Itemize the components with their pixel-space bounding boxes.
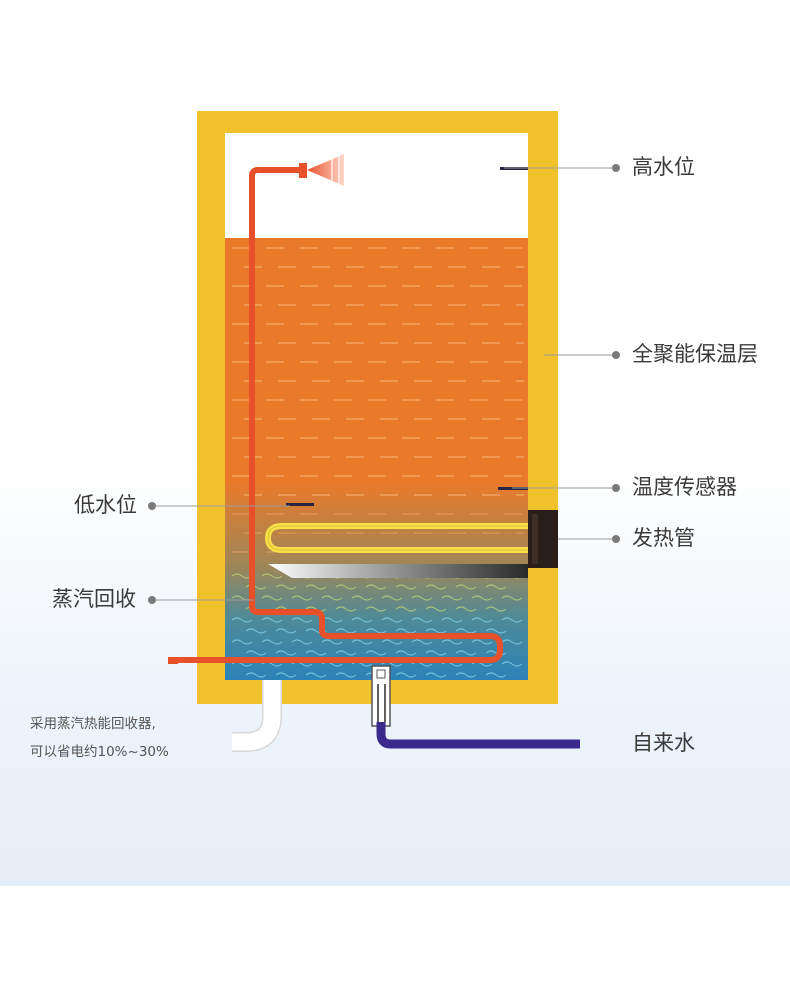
- water-wave: [425, 584, 447, 590]
- water-wave: [261, 617, 283, 623]
- water-wave: [441, 595, 463, 601]
- water-wave: [441, 617, 463, 623]
- water-wave: [365, 606, 387, 612]
- water-wave: [335, 672, 357, 678]
- water-wave: [275, 584, 297, 590]
- water-wave: [425, 672, 447, 678]
- water-wave: [245, 584, 267, 590]
- water-wave: [485, 584, 507, 590]
- tank-air-space: [225, 133, 528, 238]
- water-wave: [471, 617, 493, 623]
- note-line-1: 采用蒸汽热能回收器,: [30, 716, 156, 732]
- water-wave: [471, 595, 493, 601]
- water-wave: [245, 628, 267, 634]
- water-wave: [261, 639, 283, 645]
- water-wave: [335, 606, 357, 612]
- leader-lines: [152, 167, 616, 601]
- water-wave: [365, 650, 387, 656]
- water-wave: [351, 617, 373, 623]
- label-temp-sensor: 温度传感器: [632, 475, 737, 499]
- water-wave: [395, 584, 417, 590]
- spray-nozzle: [307, 154, 344, 186]
- water-wave: [485, 650, 507, 656]
- water-wave: [245, 672, 267, 678]
- note-line-2: 可以省电约10%~30%: [30, 744, 169, 760]
- water-wave: [395, 650, 417, 656]
- tap-water-inlet-pipe: [376, 722, 580, 749]
- water-wave: [275, 650, 297, 656]
- water-wave: [335, 584, 357, 590]
- label-heating-tube: 发热管: [632, 526, 695, 550]
- water-wave: [501, 661, 523, 667]
- water-wave: [305, 606, 327, 612]
- steam-recovery-pipe: [170, 167, 503, 663]
- spray-nozzle-cap: [299, 163, 307, 178]
- water-wave: [485, 606, 507, 612]
- water-wave: [275, 628, 297, 634]
- water-wave: [395, 628, 417, 634]
- water-wave: [351, 639, 373, 645]
- water-wave: [275, 672, 297, 678]
- water-wave: [455, 606, 477, 612]
- water-wave: [231, 617, 253, 623]
- inlet-fitting: [371, 665, 391, 727]
- water-wave: [381, 639, 403, 645]
- water-wave: [305, 672, 327, 678]
- water-wave: [501, 595, 523, 601]
- water-wave: [321, 595, 343, 601]
- water-wave: [425, 606, 447, 612]
- water-wave: [305, 584, 327, 590]
- label-tap-water: 自来水: [632, 731, 695, 755]
- water-wave: [261, 573, 283, 579]
- water-wave: [455, 628, 477, 634]
- tank-water: [225, 238, 528, 680]
- water-wave: [485, 672, 507, 678]
- water-wave: [335, 650, 357, 656]
- water-waves: [231, 573, 523, 678]
- water-wave: [365, 584, 387, 590]
- water-wave: [425, 650, 447, 656]
- water-wave: [381, 617, 403, 623]
- water-wave: [425, 628, 447, 634]
- water-wave: [291, 639, 313, 645]
- water-wave: [381, 595, 403, 601]
- water-wave: [411, 595, 433, 601]
- water-wave: [321, 639, 343, 645]
- water-wave: [411, 639, 433, 645]
- label-insulation: 全聚能保温层: [632, 342, 758, 366]
- water-wave: [245, 650, 267, 656]
- water-wave: [485, 628, 507, 634]
- heater-blade: [268, 564, 528, 578]
- water-wave: [471, 639, 493, 645]
- water-wave: [501, 639, 523, 645]
- water-wave: [365, 628, 387, 634]
- water-wave: [395, 672, 417, 678]
- water-dashes: [232, 247, 524, 553]
- water-wave: [411, 617, 433, 623]
- water-wave: [335, 628, 357, 634]
- water-wave: [351, 595, 373, 601]
- label-low-water: 低水位: [74, 493, 137, 517]
- water-wave: [501, 617, 523, 623]
- label-steam-recovery: 蒸汽回收: [52, 587, 136, 611]
- water-wave: [261, 595, 283, 601]
- water-wave: [305, 650, 327, 656]
- label-high-water: 高水位: [632, 155, 695, 179]
- water-wave: [441, 639, 463, 645]
- water-wave: [291, 617, 313, 623]
- water-wave: [455, 672, 477, 678]
- low-water-sensor: [286, 503, 314, 506]
- leader-dots: [148, 164, 620, 604]
- water-wave: [231, 639, 253, 645]
- water-wave: [395, 606, 417, 612]
- water-wave: [455, 584, 477, 590]
- water-wave: [455, 650, 477, 656]
- water-wave: [291, 595, 313, 601]
